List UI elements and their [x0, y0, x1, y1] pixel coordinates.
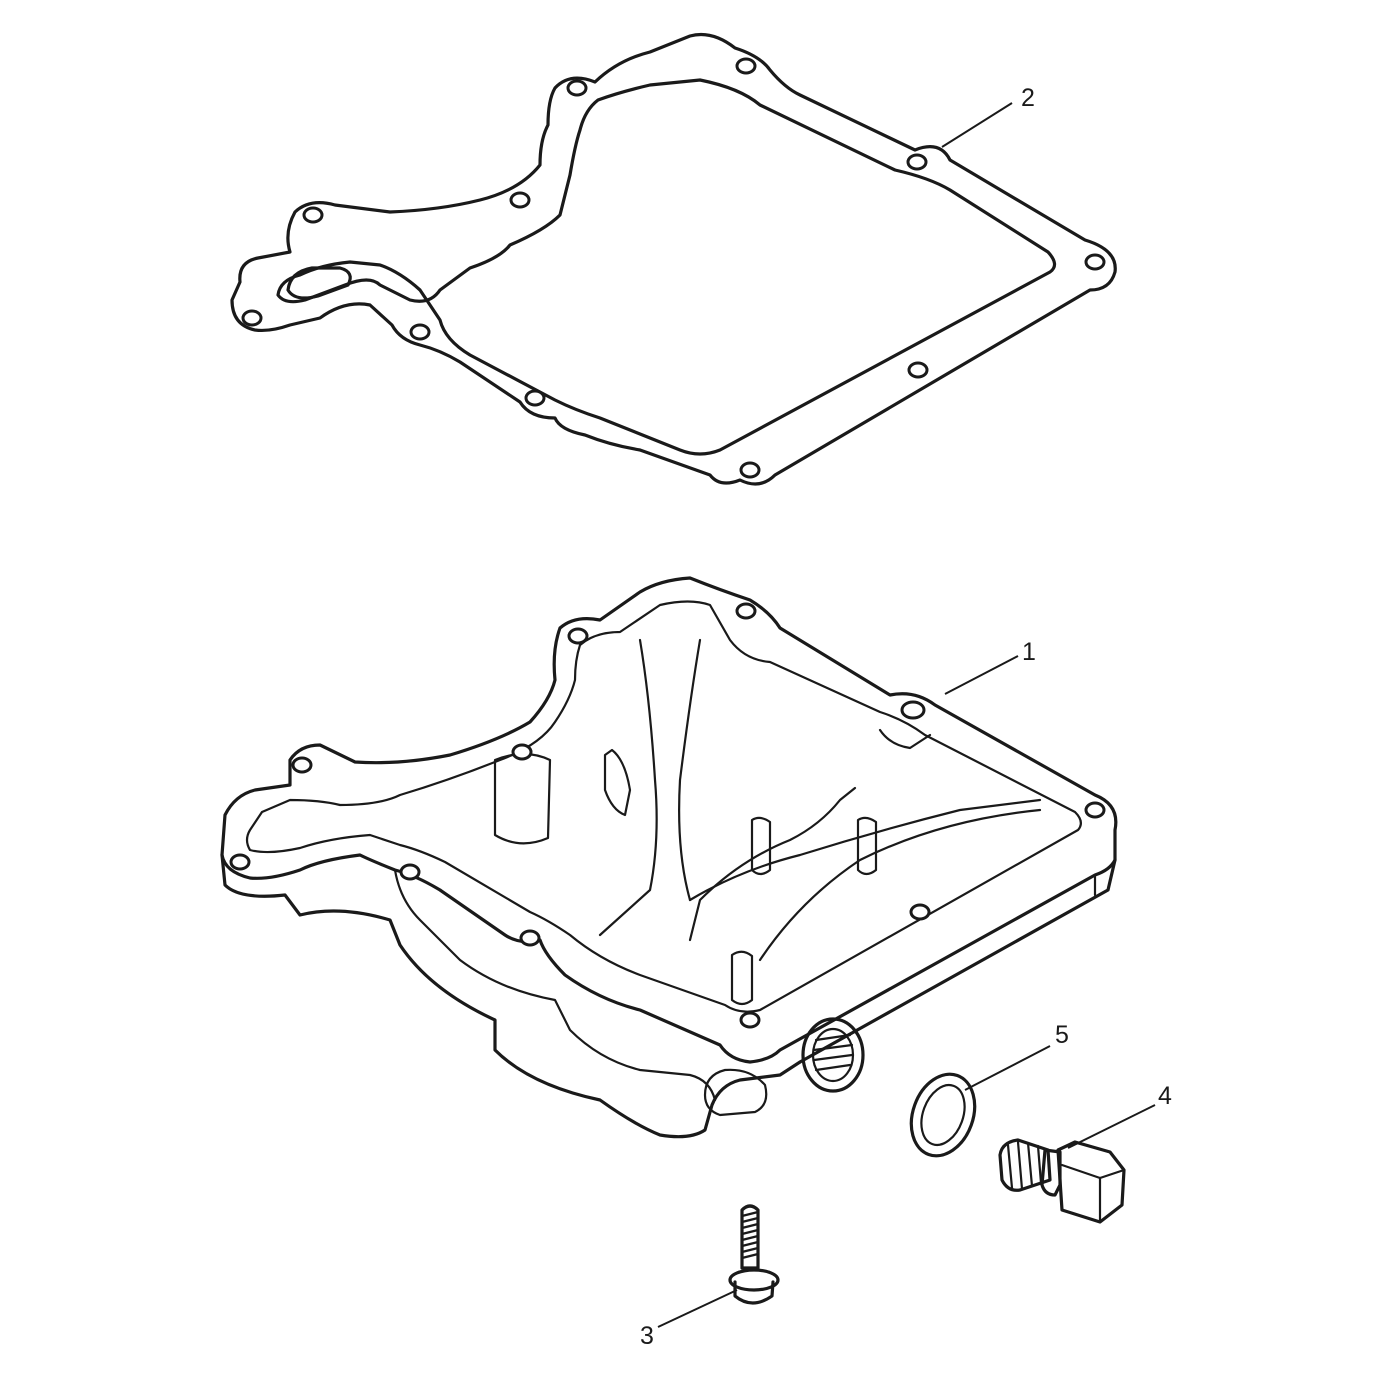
callout-4: 4 — [1158, 1082, 1172, 1110]
pan-rim-inner — [245, 600, 1082, 1013]
drain-threads — [812, 1033, 854, 1072]
pan-side-wall — [220, 853, 802, 1139]
leader-lines — [657, 102, 1156, 1328]
pan-pillar-left — [493, 752, 552, 845]
leader-2 — [941, 102, 1013, 148]
callout-1: 1 — [1022, 638, 1036, 666]
pan-boss — [878, 728, 932, 750]
gasket-slot — [286, 266, 352, 300]
pan-side-contour — [393, 868, 717, 1102]
pan-post-2 — [856, 816, 878, 876]
callout-3: 3 — [640, 1322, 654, 1350]
pan-bolt-holes — [229, 602, 1106, 1029]
pan-post-1 — [750, 816, 772, 876]
pan-interior-baffle — [688, 798, 1042, 902]
callout-labels: 2 1 5 4 3 — [640, 84, 1172, 1350]
pan-interior-curve — [758, 808, 1042, 962]
pan-interior-rib — [598, 638, 658, 937]
pan-rim-outer — [220, 576, 1118, 1064]
pan-interior-rib-2 — [678, 638, 702, 902]
gasket-bolt-holes — [241, 57, 1106, 479]
leader-3 — [657, 1289, 738, 1328]
pan-right-wall — [798, 858, 1117, 1064]
callout-2: 2 — [1021, 84, 1035, 112]
pan-post-3 — [730, 950, 754, 1006]
oil-pan-bolt — [728, 1204, 780, 1305]
drain-plug-washer — [909, 1072, 977, 1158]
gasket-inner-outline — [276, 78, 1057, 456]
pan-interior-baffle-2 — [688, 786, 857, 942]
leader-1 — [944, 655, 1019, 695]
gasket-outer-outline — [230, 32, 1117, 486]
leader-5 — [964, 1045, 1051, 1091]
callout-5: 5 — [1055, 1021, 1069, 1049]
leader-4 — [1067, 1104, 1156, 1149]
drain-plug — [998, 1138, 1126, 1224]
pan-fin — [603, 748, 632, 817]
oil-pan-gasket — [230, 32, 1117, 486]
pan-bottom-boss — [703, 1068, 768, 1117]
oil-pan — [220, 576, 1118, 1139]
drain-boss — [801, 1017, 865, 1093]
